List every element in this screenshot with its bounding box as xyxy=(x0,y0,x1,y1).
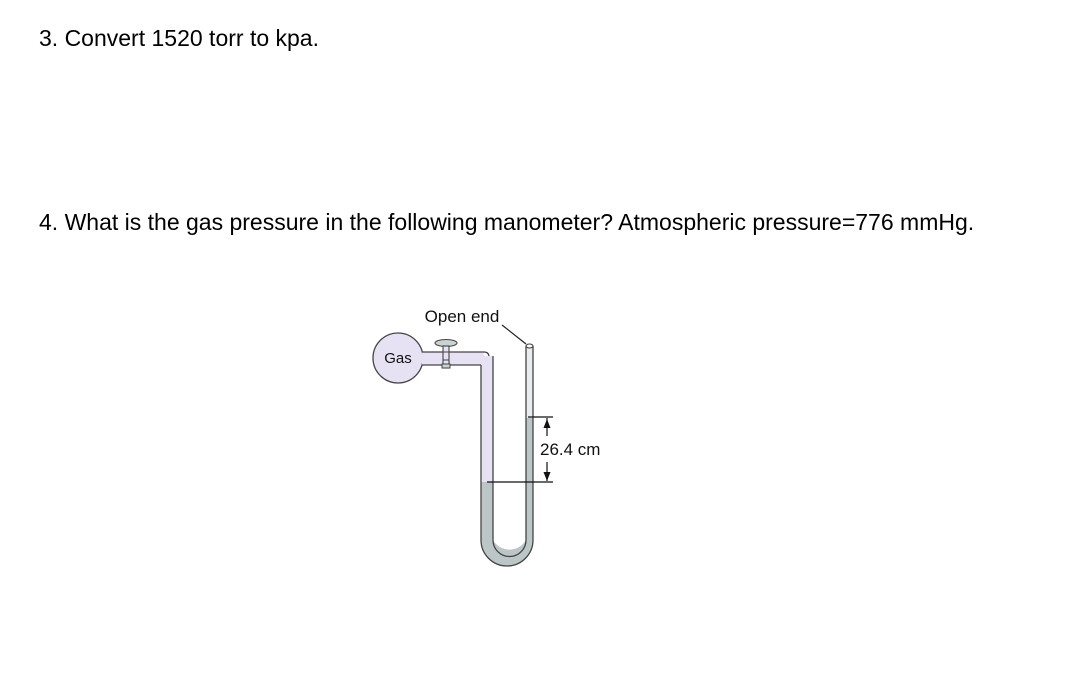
left-arm-gas xyxy=(481,356,493,482)
height-label: 26.4 cm xyxy=(540,440,600,459)
u-tube-outline xyxy=(480,346,534,567)
gas-label: Gas xyxy=(384,350,412,367)
open-end-pointer xyxy=(501,324,527,345)
stopcock-valve xyxy=(434,338,458,369)
left-arm-mercury xyxy=(481,482,493,542)
manometer-diagram: Gas Open end 26.4 cm xyxy=(372,307,600,567)
dimension-arrow-up xyxy=(543,419,551,428)
u-tube-inner-outline xyxy=(492,346,527,558)
open-end-label: Open end xyxy=(425,307,500,326)
question-4: 4. What is the gas pressure in the follo… xyxy=(39,209,975,235)
connector-tube xyxy=(422,352,484,365)
right-arm-empty xyxy=(526,346,533,418)
right-arm-mercury xyxy=(526,418,533,542)
dimension-arrow-down xyxy=(543,472,551,481)
open-end-cap xyxy=(525,343,534,349)
question-3: 3. Convert 1520 torr to kpa. xyxy=(39,25,319,51)
